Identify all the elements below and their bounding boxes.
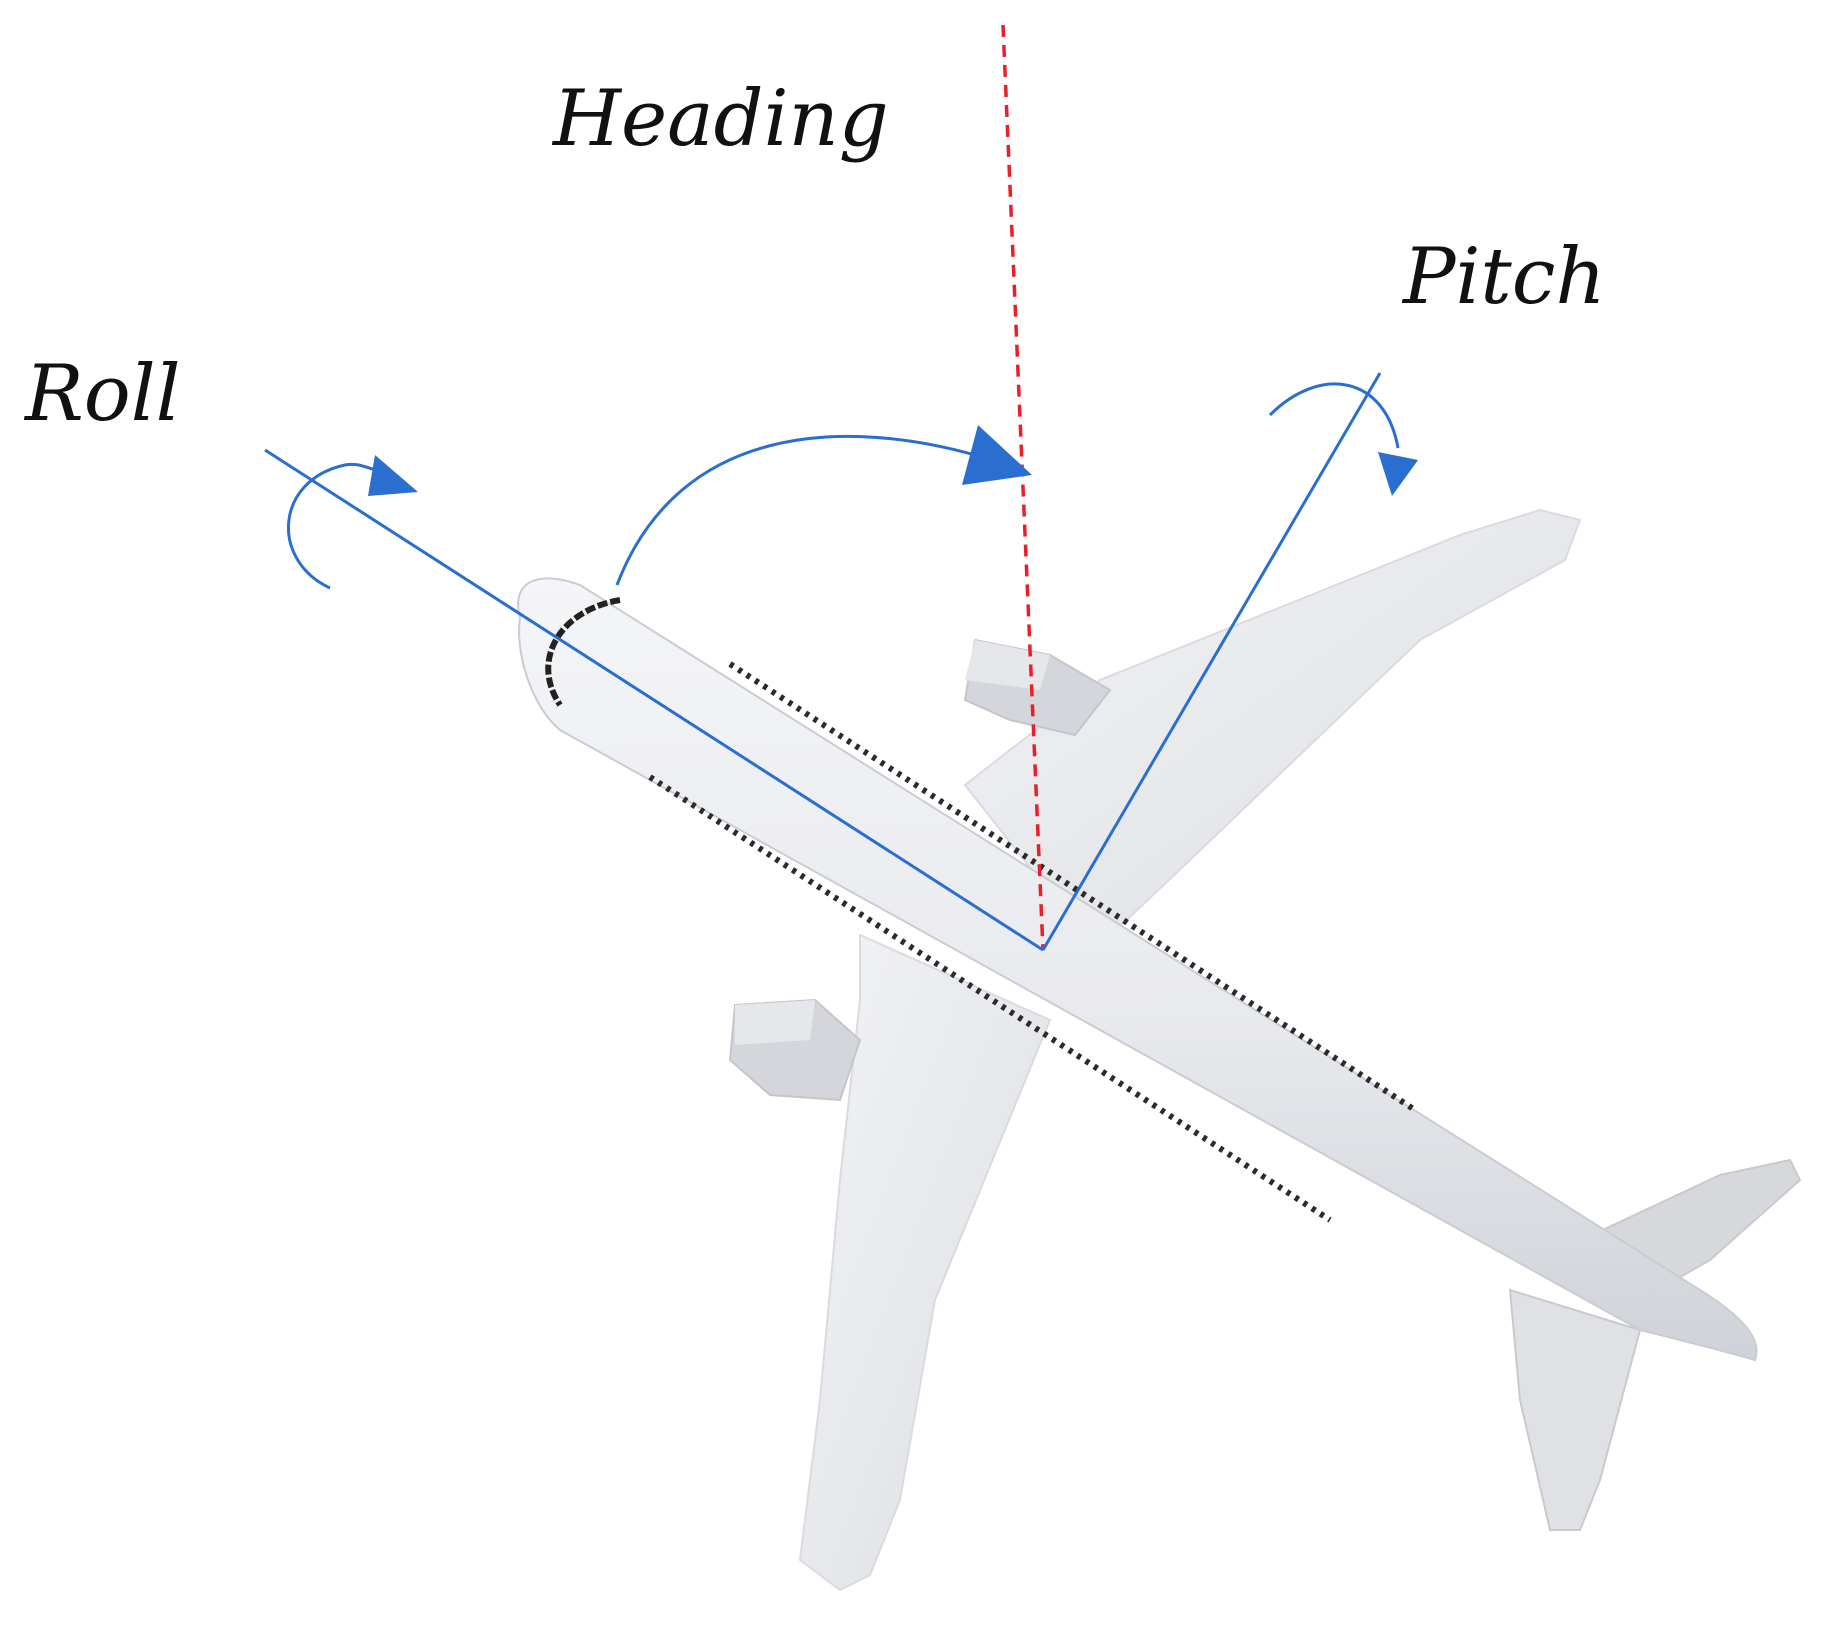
pitch-rotation-icon [1268, 382, 1418, 496]
heading-label: Heading [551, 74, 889, 164]
roll-axis [264, 448, 1044, 952]
right-engine [963, 638, 1112, 737]
roll-rotation-icon [286, 455, 418, 590]
heading-rotation-icon [615, 425, 1032, 586]
window-row-upper [728, 661, 1417, 1113]
airplane-illustration [517, 508, 1802, 1592]
pitch-label: Pitch [1401, 232, 1606, 322]
heading-reference-line [1001, 24, 1045, 951]
fuselage [517, 577, 1758, 1362]
left-stabilizer [1508, 1288, 1642, 1531]
pitch-axis [1041, 372, 1382, 951]
cockpit-outline [545, 597, 621, 707]
left-engine [728, 998, 862, 1102]
left-wing [798, 933, 1052, 1592]
roll-label: Roll [23, 349, 181, 439]
right-wing [963, 508, 1582, 952]
